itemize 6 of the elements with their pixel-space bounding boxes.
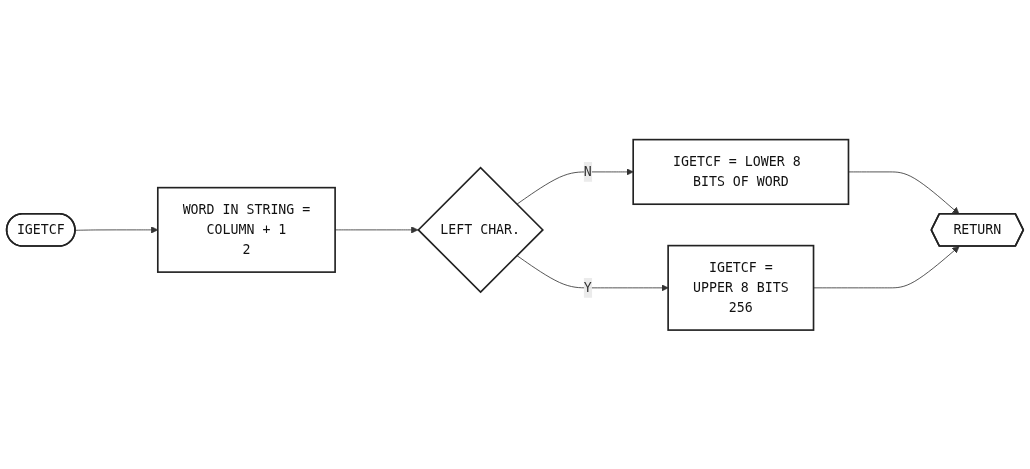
edge-label: Y [583,279,592,295]
edge-label: N [583,163,592,180]
node-box: IGETCF = UPPER 8 BITS 256 [667,244,815,331]
node-box: WORD IN STRING = COLUMN + 1 2 [156,186,336,273]
node-diamond: LEFT CHAR. [417,166,544,293]
node-box: IGETCF = LOWER 8 BITS OF WORD [632,138,850,205]
